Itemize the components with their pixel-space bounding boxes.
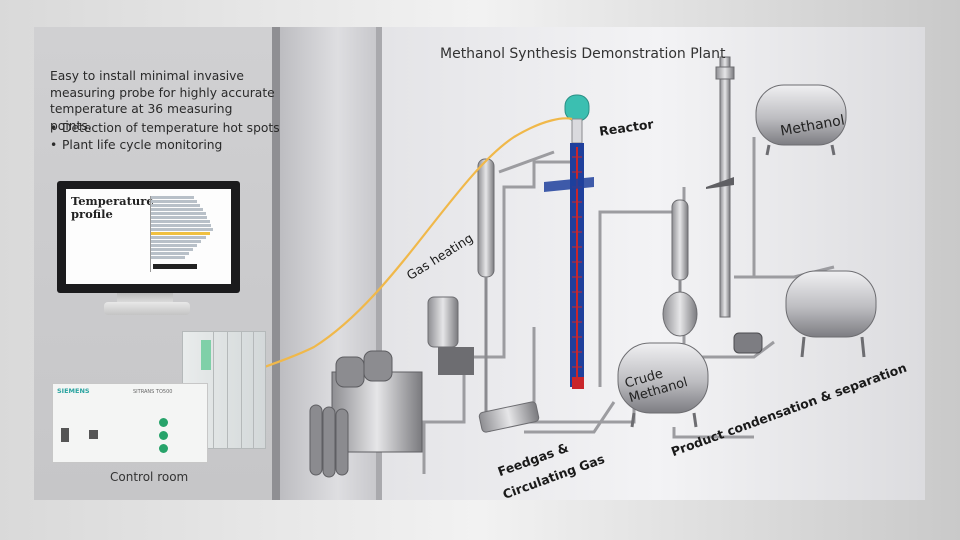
monitor: Temperature profile — [57, 181, 240, 293]
separator-column — [662, 199, 698, 337]
intro-text: Easy to install minimal invasive measuri… — [50, 69, 275, 133]
temperature-bar — [151, 212, 206, 215]
temperature-bar — [151, 200, 197, 203]
temperature-bar — [151, 196, 194, 199]
siemens-logo: SIEMENS — [57, 387, 90, 395]
temperature-bar — [151, 252, 189, 255]
temperature-bar — [151, 248, 193, 251]
gas-heating-column — [477, 158, 540, 433]
temperature-bar — [151, 244, 197, 247]
slide: Methanol Synthesis Demonstration Plant E… — [34, 27, 925, 500]
page-title: Methanol Synthesis Demonstration Plant — [440, 46, 726, 62]
pump — [733, 332, 763, 354]
bullet-item-1: • Detection of temperature hot spots — [50, 121, 280, 135]
port-icon — [89, 430, 98, 439]
temperature-bar — [151, 228, 213, 231]
temperature-profile-title: Temperature profile — [71, 194, 154, 221]
monitor-base — [104, 302, 190, 315]
condensation-tank — [785, 270, 877, 358]
wall-edge — [272, 27, 280, 500]
gas-supply-skid — [309, 350, 423, 478]
crude-methanol-tank — [617, 342, 709, 428]
port-icon — [61, 428, 69, 442]
temperature-bar — [151, 256, 185, 259]
methanol-tank — [755, 84, 847, 156]
temperature-bar — [151, 204, 200, 207]
temperature-bar — [151, 220, 210, 223]
temperature-bar — [151, 224, 211, 227]
temperature-bars — [150, 196, 226, 272]
distillation-column — [706, 56, 735, 318]
bullet-icon: • — [50, 138, 58, 152]
sitrans-device: SIEMENS SITRANS TO500 — [52, 383, 208, 463]
connector-icon — [159, 418, 168, 427]
label-control-room: Control room — [110, 470, 189, 484]
plant-diagram — [167, 56, 877, 478]
connector-icon — [159, 444, 168, 453]
connector-icon — [159, 431, 168, 440]
bullet-label: Detection of temperature hot spots — [62, 121, 280, 135]
gas-heater-unit — [427, 296, 474, 375]
reactor — [544, 94, 594, 389]
temperature-bar — [151, 240, 201, 243]
temperature-bar — [151, 208, 203, 211]
monitor-screen: Temperature profile — [66, 189, 231, 284]
partition-edge — [376, 27, 382, 500]
temperature-scale-bar — [153, 264, 197, 269]
device-model: SITRANS TO500 — [133, 389, 173, 395]
bullet-label: Plant life cycle monitoring — [62, 138, 223, 152]
bullet-icon: • — [50, 121, 58, 135]
temperature-bar — [151, 216, 207, 219]
temperature-bar — [151, 232, 210, 235]
bullet-item-2: • Plant life cycle monitoring — [50, 138, 222, 152]
temperature-bar — [151, 236, 206, 239]
rack-indicator — [201, 340, 211, 370]
